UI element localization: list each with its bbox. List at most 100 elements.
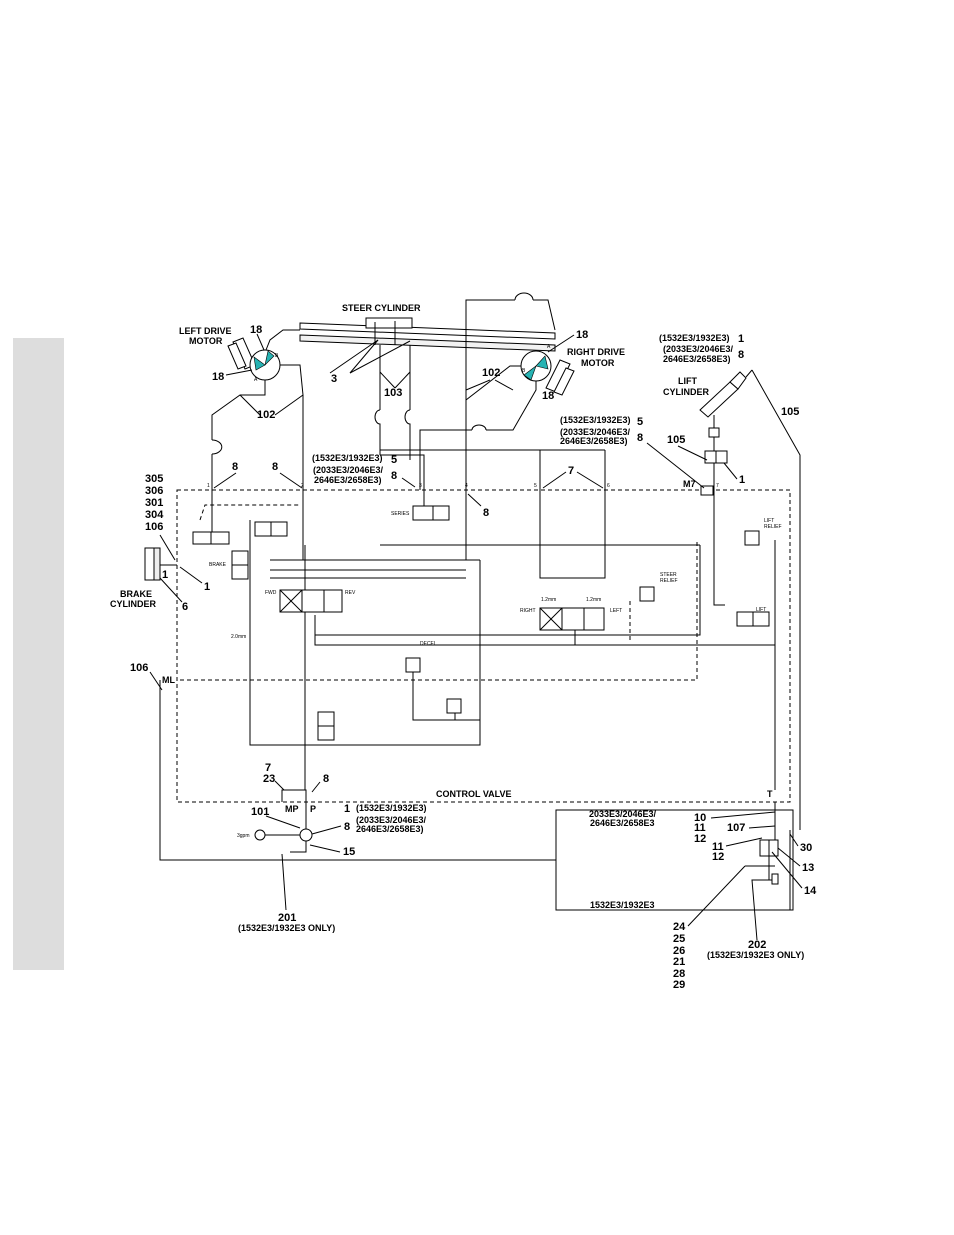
steer-cylinder-label: STEER CYLINDER <box>342 303 421 313</box>
svg-text:7: 7 <box>716 483 719 489</box>
svg-text:2.0mm: 2.0mm <box>231 634 246 640</box>
svg-text:8: 8 <box>738 349 744 361</box>
svg-text:1: 1 <box>162 569 168 581</box>
svg-text:RIGHT: RIGHT <box>520 608 536 614</box>
svg-text:306: 306 <box>145 485 163 497</box>
svg-text:RELIEF: RELIEF <box>660 578 678 584</box>
svg-text:8: 8 <box>344 821 350 833</box>
svg-text:103: 103 <box>384 387 402 399</box>
control-valve: CONTROL VALVE 1 2 3 4 5 6 M7 7 ML MP P T <box>162 479 791 814</box>
svg-text:T: T <box>767 789 773 799</box>
svg-text:DECEL: DECEL <box>420 641 437 647</box>
svg-text:(2033E3/2046E3/: (2033E3/2046E3/ <box>560 427 631 437</box>
svg-text:(1532E3/1932E3): (1532E3/1932E3) <box>356 803 427 813</box>
svg-text:P: P <box>310 804 316 814</box>
svg-text:(1532E3/1932E3): (1532E3/1932E3) <box>560 415 631 425</box>
left-motor-label-2: MOTOR <box>189 336 223 346</box>
svg-text:(2033E3/2046E3/: (2033E3/2046E3/ <box>313 465 384 475</box>
svg-text:14: 14 <box>804 885 817 897</box>
svg-text:2646E3/2658E3): 2646E3/2658E3) <box>663 354 731 364</box>
svg-text:B: B <box>275 353 279 359</box>
svg-text:13: 13 <box>802 862 814 874</box>
svg-text:23: 23 <box>263 773 275 785</box>
svg-text:18: 18 <box>250 324 262 336</box>
svg-text:LEFT: LEFT <box>610 608 622 614</box>
svg-text:4: 4 <box>465 483 468 489</box>
svg-text:(1532E3/1932E3): (1532E3/1932E3) <box>659 333 730 343</box>
callouts: 3 103 102 102 105 105 1 (1532E3/1932E3) … <box>130 367 817 991</box>
svg-text:18: 18 <box>576 329 588 341</box>
svg-text:6: 6 <box>607 483 610 489</box>
svg-text:(1532E3/1932E3 ONLY): (1532E3/1932E3 ONLY) <box>238 923 335 933</box>
svg-text:1.2mm: 1.2mm <box>541 597 556 603</box>
right-motor-label-2: MOTOR <box>581 358 615 368</box>
svg-text:5: 5 <box>534 483 537 489</box>
svg-text:BRAKE: BRAKE <box>209 562 227 568</box>
svg-text:26: 26 <box>673 945 685 957</box>
svg-text:A: A <box>547 344 551 350</box>
svg-text:8: 8 <box>272 461 278 473</box>
svg-text:202: 202 <box>748 939 766 951</box>
svg-text:2: 2 <box>301 483 304 489</box>
svg-text:201: 201 <box>278 912 296 924</box>
svg-text:CYLINDER: CYLINDER <box>110 599 157 609</box>
svg-text:1.2mm: 1.2mm <box>586 597 601 603</box>
svg-text:1: 1 <box>738 333 744 345</box>
svg-text:SERIES: SERIES <box>391 511 410 517</box>
svg-text:29: 29 <box>673 979 685 991</box>
svg-text:STEER: STEER <box>660 572 677 578</box>
svg-text:LIFT: LIFT <box>756 607 766 613</box>
svg-text:8: 8 <box>391 470 397 482</box>
lift-cylinder: LIFT CYLINDER (1532E3/1932E3) 1 (2033E3/… <box>659 333 753 418</box>
svg-text:1532E3/1932E3: 1532E3/1932E3 <box>590 900 655 910</box>
svg-text:15: 15 <box>343 846 355 858</box>
svg-text:3gpm: 3gpm <box>237 833 250 839</box>
svg-text:(2033E3/2046E3/: (2033E3/2046E3/ <box>663 344 734 354</box>
svg-text:11: 11 <box>694 822 706 834</box>
svg-text:(1532E3/1932E3 ONLY): (1532E3/1932E3 ONLY) <box>707 950 804 960</box>
svg-text:12: 12 <box>694 833 706 845</box>
svg-text:2033E3/2046E3/: 2033E3/2046E3/ <box>589 809 657 819</box>
svg-text:305: 305 <box>145 473 163 485</box>
svg-text:11: 11 <box>712 841 724 853</box>
right-motor-label-1: RIGHT DRIVE <box>567 347 625 357</box>
svg-text:ML: ML <box>162 675 175 685</box>
steer-cylinder: STEER CYLINDER <box>299 303 556 352</box>
svg-text:8: 8 <box>232 461 238 473</box>
svg-text:REV: REV <box>345 590 356 596</box>
svg-text:25: 25 <box>673 933 685 945</box>
svg-text:12: 12 <box>712 851 724 863</box>
svg-text:7: 7 <box>265 762 271 774</box>
svg-text:2646E3/2658E3): 2646E3/2658E3) <box>356 824 424 834</box>
svg-text:1: 1 <box>207 483 210 489</box>
svg-text:101: 101 <box>251 806 269 818</box>
side-tab <box>13 338 64 970</box>
svg-text:30: 30 <box>800 842 812 854</box>
lift-cylinder-label-1: LIFT <box>678 376 697 386</box>
svg-text:106: 106 <box>130 662 148 674</box>
svg-text:21: 21 <box>673 956 685 968</box>
right-drive-motor: RIGHT DRIVE MOTOR A B 18 18 <box>520 329 625 402</box>
svg-text:106: 106 <box>145 521 163 533</box>
valves: SERIES BRAKE FWD REV RIGHT LEFT 1.2mm 1.… <box>192 505 782 741</box>
svg-text:107: 107 <box>727 822 745 834</box>
svg-text:102: 102 <box>257 409 275 421</box>
svg-text:B: B <box>522 368 526 374</box>
svg-text:RELIEF: RELIEF <box>764 524 782 530</box>
hoses <box>211 292 801 830</box>
svg-text:3: 3 <box>419 483 422 489</box>
svg-text:5: 5 <box>637 416 643 428</box>
svg-text:1: 1 <box>204 581 210 593</box>
svg-text:18: 18 <box>542 390 554 402</box>
svg-text:7: 7 <box>568 465 574 477</box>
svg-text:8: 8 <box>637 432 643 444</box>
svg-text:8: 8 <box>483 507 489 519</box>
svg-text:8: 8 <box>323 773 329 785</box>
svg-text:M7: M7 <box>683 479 696 489</box>
svg-text:1: 1 <box>344 803 350 815</box>
svg-text:105: 105 <box>781 406 799 418</box>
svg-text:10: 10 <box>694 812 706 824</box>
svg-text:105: 105 <box>667 434 685 446</box>
svg-text:304: 304 <box>145 509 164 521</box>
